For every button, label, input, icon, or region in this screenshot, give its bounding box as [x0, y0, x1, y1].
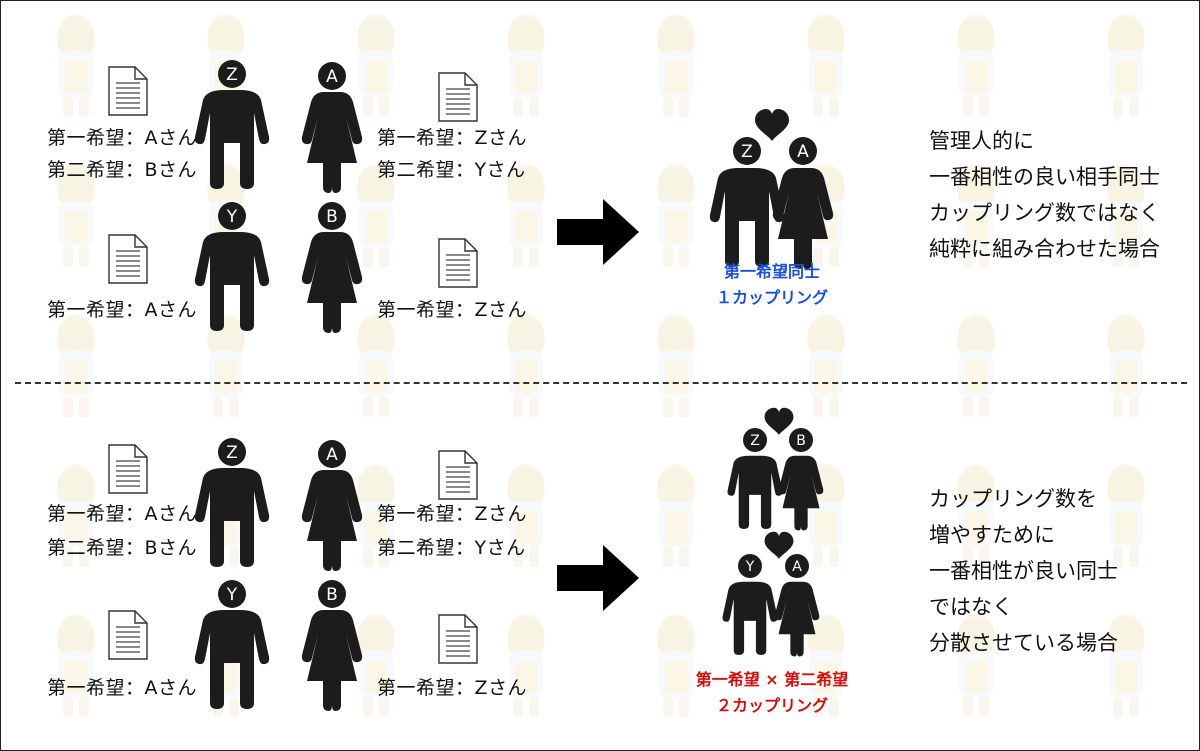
figure-letter: A	[326, 67, 338, 87]
man-z-first-preference: 第一希望：Aさん	[47, 127, 197, 149]
woman-a-second-preference: 第二希望：Yさん	[377, 159, 526, 181]
man-z-second-preference: 第二希望：Bさん	[47, 537, 198, 559]
description-line: 分散させている場合	[929, 631, 1118, 655]
woman-figure-icon: A	[301, 440, 363, 571]
figure-letter: A	[326, 445, 338, 465]
man-y-first-preference: 第一希望：Aさん	[47, 299, 197, 321]
man-figure-icon: Z	[194, 438, 270, 567]
description-line: カップリング数を	[929, 487, 1097, 511]
description-line: ではなく	[929, 595, 1013, 619]
document-icon	[108, 66, 148, 116]
figure-letter: Z	[741, 142, 753, 162]
woman-figure-icon: B	[301, 202, 363, 333]
woman-figure-icon: A	[301, 62, 363, 193]
man-z-first-preference: 第一希望：Aさん	[47, 503, 197, 525]
man-z-second-preference: 第二希望：Bさん	[47, 159, 198, 181]
document-icon	[438, 450, 478, 500]
man-figure-icon: Y	[194, 580, 270, 709]
man-figure-icon	[722, 581, 778, 655]
man-y-first-preference: 第一希望：Aさん	[47, 677, 197, 699]
woman-a-second-preference: 第二希望：Yさん	[377, 537, 526, 559]
figure-letter: A	[797, 142, 809, 162]
woman-b-first-preference: 第一希望：Zさん	[377, 677, 528, 699]
figure-letter: B	[796, 433, 806, 449]
figure-letter: B	[326, 207, 338, 227]
figure-letter: Z	[226, 443, 238, 463]
woman-figure-icon	[778, 455, 824, 531]
woman-b-first-preference: 第一希望：Zさん	[377, 299, 528, 321]
woman-figure-icon: B	[301, 580, 363, 711]
man-figure-icon: Y	[194, 202, 270, 331]
figure-letter: Y	[226, 585, 238, 605]
couple-z-a-icon: Z A	[709, 109, 834, 269]
right-arrow-icon	[557, 199, 639, 265]
couple-y-a-icon: Y A	[722, 531, 820, 657]
result-line: ２カップリング	[715, 696, 828, 715]
result-line: 第一希望 × 第二希望	[695, 670, 849, 689]
bottom-result-label: 第一希望 × 第二希望 ２カップリング	[677, 667, 867, 719]
top-description: 管理人的に 一番相性の良い相手同士 カップリング数ではなく 純粋に組み合わせた場…	[929, 123, 1160, 267]
figure-letter: B	[326, 585, 338, 605]
section-divider	[15, 382, 1187, 384]
heart-icon	[764, 531, 794, 559]
bottom-description: カップリング数を 増やすために 一番相性が良い同士 ではなく 分散させている場合	[929, 481, 1118, 661]
couple-z-b-icon: Z B	[727, 407, 824, 531]
figure-letter: Z	[750, 433, 760, 449]
woman-figure-icon	[774, 581, 820, 657]
woman-figure-icon	[772, 168, 834, 269]
woman-a-first-preference: 第一希望：Zさん	[377, 127, 528, 149]
figure-letter: Y	[226, 207, 238, 227]
figure-letter: A	[792, 559, 802, 575]
heart-icon	[755, 109, 789, 141]
document-icon	[438, 614, 478, 664]
description-line: カップリング数ではなく	[929, 201, 1160, 225]
right-arrow-icon	[557, 545, 639, 611]
woman-a-first-preference: 第一希望：Zさん	[377, 503, 528, 525]
document-icon	[108, 444, 148, 494]
document-icon	[108, 234, 148, 284]
man-figure-icon	[727, 455, 783, 529]
description-line: 純粋に組み合わせた場合	[929, 237, 1160, 261]
man-figure-icon	[709, 168, 785, 267]
description-line: 一番相性が良い同士	[929, 559, 1118, 583]
document-icon	[438, 238, 478, 288]
document-icon	[438, 72, 478, 122]
result-line: 第一希望同士	[723, 262, 820, 281]
document-icon	[108, 610, 148, 660]
heart-icon	[764, 407, 794, 435]
description-line: 一番相性の良い相手同士	[929, 165, 1160, 189]
result-line: １カップリング	[715, 288, 828, 307]
description-line: 管理人的に	[929, 129, 1034, 153]
figure-letter: Z	[226, 65, 238, 85]
description-line: 増やすために	[929, 523, 1055, 547]
figure-letter: Y	[745, 559, 755, 575]
top-result-label: 第一希望同士 １カップリング	[687, 259, 857, 311]
man-figure-icon: Z	[194, 60, 270, 189]
